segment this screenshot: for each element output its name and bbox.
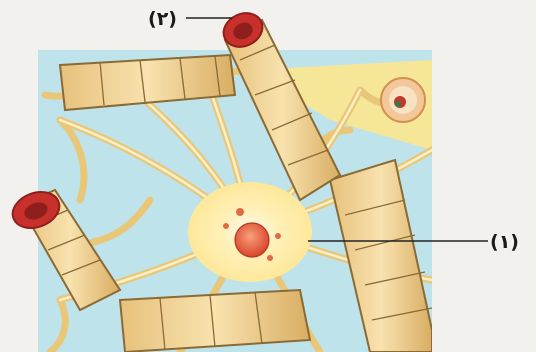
organelle: [267, 255, 273, 261]
vessel-bottom: [120, 290, 310, 352]
label-2: (٢): [148, 8, 177, 30]
organelle: [223, 223, 229, 229]
small-cell: [381, 78, 425, 122]
label-1: (١): [490, 231, 519, 253]
organelle: [236, 208, 244, 216]
nucleus: [235, 223, 269, 257]
organelle: [275, 233, 281, 239]
